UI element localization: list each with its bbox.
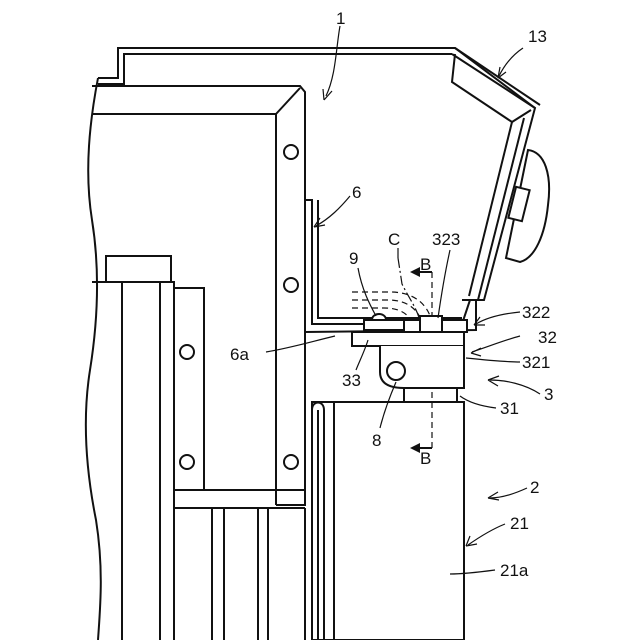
- label-B-top: B: [420, 255, 431, 274]
- label-C: C: [388, 230, 400, 249]
- column-2: [312, 402, 464, 640]
- label-31: 31: [500, 399, 519, 418]
- break-line-left: [86, 78, 101, 640]
- label-21a: 21a: [500, 561, 529, 580]
- label-B-bottom: B: [420, 449, 431, 468]
- label-322: 322: [522, 303, 550, 322]
- bolt-hole: [284, 278, 298, 292]
- bracket-6: [305, 200, 476, 332]
- label-3: 3: [544, 385, 553, 404]
- label-323: 323: [432, 230, 460, 249]
- inner-frame: [92, 86, 305, 505]
- pin-8: [387, 362, 405, 380]
- label-1: 1: [336, 9, 345, 28]
- label-13: 13: [528, 27, 547, 46]
- leader-lines: [266, 26, 540, 574]
- clamp-33: [364, 314, 467, 332]
- block-323: [420, 316, 442, 332]
- label-6: 6: [352, 183, 361, 202]
- bolt-hole: [284, 145, 298, 159]
- left-column: [92, 256, 305, 640]
- label-2: 2: [530, 478, 539, 497]
- label-32: 32: [538, 328, 557, 347]
- label-6a: 6a: [230, 345, 249, 364]
- holder-32: [352, 332, 464, 388]
- support-3: [404, 388, 457, 402]
- bolt-hole: [180, 455, 194, 469]
- label-321: 321: [522, 353, 550, 372]
- cover-13: [452, 48, 549, 300]
- label-33: 33: [342, 371, 361, 390]
- label-8: 8: [372, 431, 381, 450]
- bolt-hole: [284, 455, 298, 469]
- reference-labels: 1 13 6 C 323 9 B 322 32 6a 321 33 3 31 8…: [230, 9, 557, 580]
- center-line-C: [398, 258, 420, 322]
- label-21: 21: [510, 514, 529, 533]
- bolt-hole: [180, 345, 194, 359]
- label-9: 9: [349, 249, 358, 268]
